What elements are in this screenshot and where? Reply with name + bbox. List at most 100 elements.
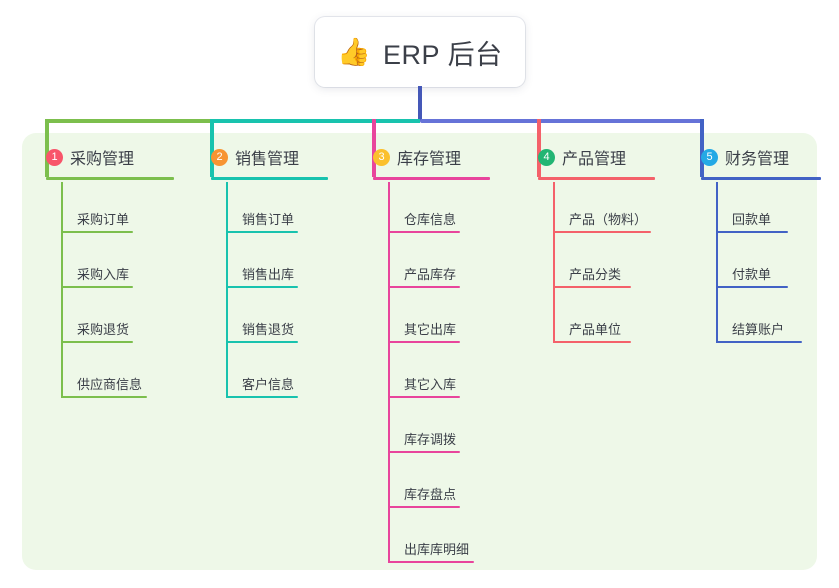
leaf-label: 销售退货	[242, 322, 295, 337]
leaf-underline	[388, 231, 460, 233]
leaf-item[interactable]: 产品单位	[522, 292, 631, 347]
leaf-list-2: 销售订单销售出库销售退货客户信息	[195, 182, 299, 402]
leaf-label: 其它入库	[404, 377, 457, 392]
branch-badge-1: 1	[46, 148, 63, 166]
branch-drop-1	[45, 119, 49, 177]
leaf-item[interactable]: 供应商信息	[30, 347, 147, 402]
leaf-underline	[226, 231, 298, 233]
leaf-underline	[61, 231, 133, 233]
leaf-item[interactable]: 出库库明细	[357, 512, 474, 567]
branch-badge-4: 4	[538, 148, 555, 166]
leaf-item[interactable]: 销售订单	[195, 182, 299, 237]
leaf-spine-4	[553, 182, 555, 343]
leaf-underline	[553, 231, 651, 233]
leaf-underline	[226, 286, 298, 288]
leaf-label: 回款单	[732, 212, 772, 227]
leaf-underline	[553, 286, 631, 288]
branch-title-2: 销售管理	[235, 151, 300, 168]
leaf-spine-1	[61, 182, 63, 398]
branch-underline-1	[46, 177, 174, 180]
leaf-label: 采购入库	[77, 267, 130, 282]
leaf-item[interactable]: 产品分类	[522, 237, 631, 292]
leaf-item[interactable]: 付款单	[685, 237, 789, 292]
trunk-segment-right	[420, 119, 703, 123]
leaf-underline	[61, 286, 133, 288]
leaf-item[interactable]: 仓库信息	[357, 182, 461, 237]
branch-header-4[interactable]: 4 产品管理	[522, 145, 655, 180]
leaf-label: 采购订单	[77, 212, 130, 227]
branch-drop-3	[372, 119, 376, 177]
branch-title-5: 财务管理	[725, 151, 790, 168]
leaf-item[interactable]: 其它入库	[357, 347, 461, 402]
leaf-label: 客户信息	[242, 377, 295, 392]
leaf-label: 销售订单	[242, 212, 295, 227]
leaf-underline	[388, 451, 460, 453]
leaf-label: 库存盘点	[404, 487, 457, 502]
branch-title-3: 库存管理	[397, 151, 462, 168]
branch-underline-4	[538, 177, 655, 180]
leaf-item[interactable]: 结算账户	[685, 292, 802, 347]
leaf-item[interactable]: 采购入库	[30, 237, 134, 292]
leaf-item[interactable]: 客户信息	[195, 347, 299, 402]
leaf-underline	[553, 341, 631, 343]
leaf-list-3: 仓库信息产品库存其它出库其它入库库存调拨库存盘点出库库明细	[357, 182, 474, 567]
trunk-segment-mid	[212, 119, 420, 123]
leaf-item[interactable]: 产品库存	[357, 237, 461, 292]
trunk-segment-left	[46, 119, 212, 123]
leaf-item[interactable]: 采购订单	[30, 182, 134, 237]
leaf-spine-3	[388, 182, 390, 563]
branch-drop-5	[700, 119, 704, 177]
branch-title-4: 产品管理	[562, 151, 627, 168]
branch-column-4: 4 产品管理产品（物料） 产品分类产品单位	[522, 145, 655, 347]
branch-drop-2	[210, 119, 214, 177]
leaf-item[interactable]: 库存盘点	[357, 457, 461, 512]
leaf-item[interactable]: 其它出库	[357, 292, 461, 347]
thumbs-up-icon: 👍	[337, 36, 372, 67]
leaf-underline	[716, 341, 802, 343]
leaf-label: 采购退货	[77, 322, 130, 337]
branch-drop-4	[537, 119, 541, 177]
branch-underline-2	[211, 177, 328, 180]
diagram-panel	[22, 133, 817, 570]
branch-column-1: 1 采购管理采购订单采购入库采购退货供应商信息	[30, 145, 174, 402]
leaf-label: 产品单位	[569, 322, 622, 337]
leaf-label: 库存调拨	[404, 432, 457, 447]
branch-title-1: 采购管理	[70, 151, 135, 168]
branch-header-5[interactable]: 5 财务管理	[685, 145, 821, 180]
leaf-list-1: 采购订单采购入库采购退货供应商信息	[30, 182, 147, 402]
branch-underline-3	[373, 177, 490, 180]
leaf-item[interactable]: 回款单	[685, 182, 789, 237]
branch-badge-5: 5	[701, 148, 718, 166]
leaf-spine-2	[226, 182, 228, 398]
leaf-label: 产品分类	[569, 267, 622, 282]
leaf-item[interactable]: 采购退货	[30, 292, 134, 347]
leaf-underline	[388, 506, 460, 508]
root-node[interactable]: 👍 ERP 后台	[315, 17, 525, 87]
leaf-label: 出库库明细	[404, 542, 470, 557]
leaf-underline	[61, 396, 147, 398]
leaf-label: 仓库信息	[404, 212, 457, 227]
branch-header-1[interactable]: 1 采购管理	[30, 145, 174, 180]
leaf-list-4: 产品（物料） 产品分类产品单位	[522, 182, 651, 347]
leaf-label: 付款单	[732, 267, 772, 282]
leaf-underline	[388, 286, 460, 288]
leaf-item[interactable]: 销售出库	[195, 237, 299, 292]
leaf-underline	[388, 396, 460, 398]
leaf-spine-5	[716, 182, 718, 343]
leaf-item[interactable]: 库存调拨	[357, 402, 461, 457]
leaf-label: 结算账户	[732, 322, 785, 337]
leaf-item[interactable]: 产品（物料）	[522, 182, 651, 237]
leaf-underline	[388, 561, 474, 563]
leaf-label: 销售出库	[242, 267, 295, 282]
leaf-label: 其它出库	[404, 322, 457, 337]
leaf-underline	[226, 341, 298, 343]
leaf-underline	[716, 286, 788, 288]
root-stem	[418, 86, 422, 121]
leaf-item[interactable]: 销售退货	[195, 292, 299, 347]
leaf-underline	[388, 341, 460, 343]
